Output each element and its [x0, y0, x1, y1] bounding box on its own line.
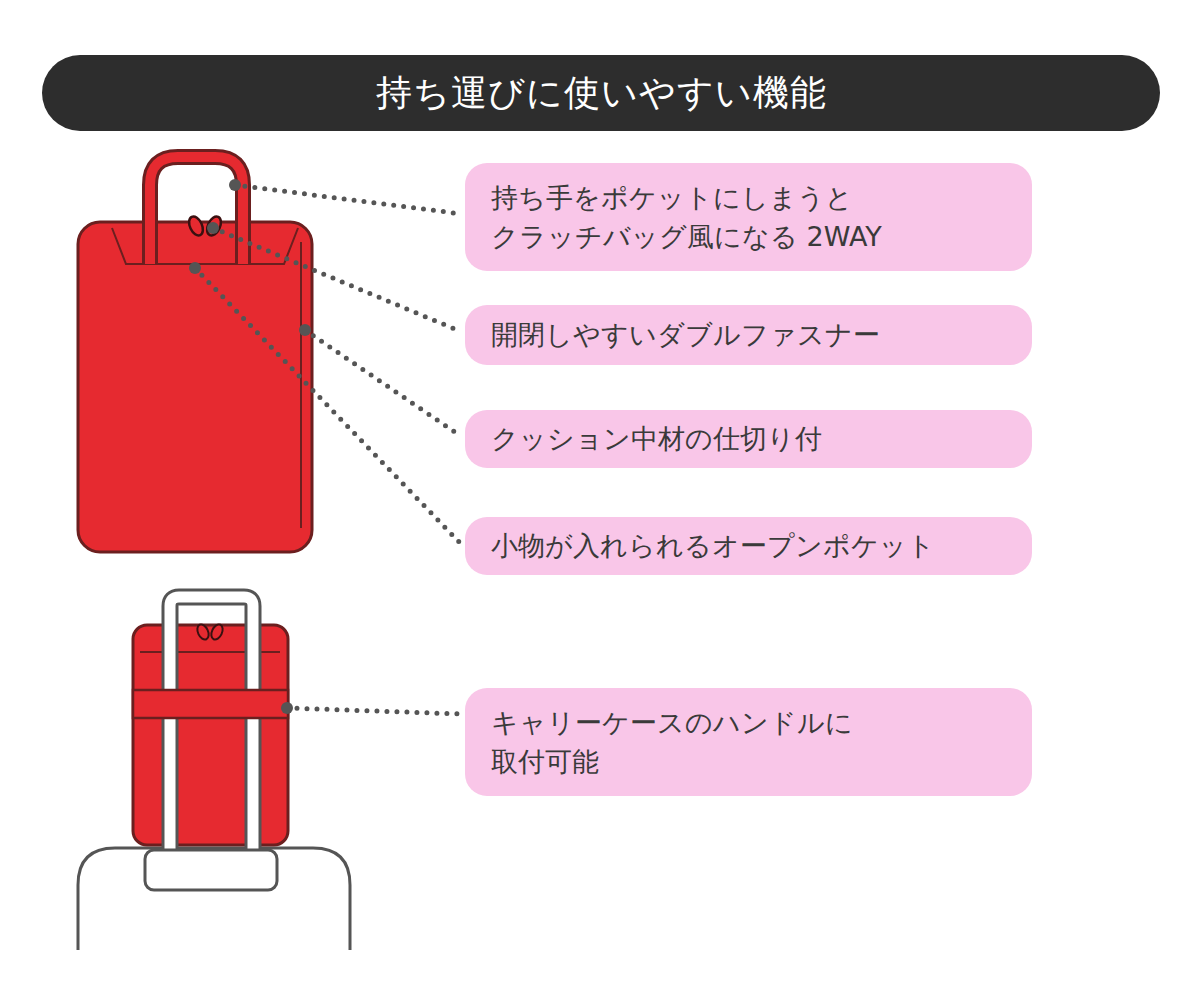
handle-mount [145, 850, 277, 890]
zipper-pull [186, 214, 205, 237]
leader-line [305, 330, 462, 437]
leader-line [213, 228, 462, 332]
feature-callout-box: クッション中材の仕切り付 [465, 410, 1032, 468]
feature-callout-box: キャリーケースのハンドルに 取付可能 [465, 688, 1032, 796]
suitcase [78, 848, 350, 950]
leader-line [195, 268, 462, 545]
handle [150, 157, 243, 264]
zipper-pull [209, 623, 225, 642]
leader-line [235, 185, 462, 214]
anchor-dot [207, 222, 219, 234]
feature-text: 小物が入れられるオープンポケット [491, 526, 1031, 565]
bag-body [78, 222, 312, 552]
top-panel [112, 228, 298, 264]
feature-callout-box: 持ち手をポケットにしまうと クラッチバッグ風になる 2WAY [465, 163, 1032, 271]
feature-text: キャリーケースのハンドルに 取付可能 [491, 703, 911, 781]
leader-lines [195, 185, 462, 714]
feature-text: 持ち手をポケットにしまうと クラッチバッグ風になる 2WAY [491, 178, 1031, 256]
feature-callout-box: 開閉しやすいダブルファスナー [465, 305, 1032, 365]
zipper-pull [195, 623, 211, 642]
anchor-dot [189, 262, 201, 274]
handle-outline [150, 157, 243, 264]
trolley-handle-outline [170, 597, 253, 870]
carry-case [78, 597, 350, 950]
leader-dots [189, 179, 311, 714]
title-band: 持ち運びに使いやすい機能 [42, 55, 1160, 131]
zipper-pull [204, 214, 223, 237]
strap-band [133, 690, 288, 718]
anchor-dot [229, 179, 241, 191]
anchor-dot [299, 324, 311, 336]
feature-text: クッション中材の仕切り付 [491, 419, 1031, 458]
title: 持ち運びに使いやすい機能 [376, 69, 827, 118]
feature-callout-box: 小物が入れられるオープンポケット [465, 517, 1032, 575]
bag-body [133, 625, 288, 845]
leader-line [287, 708, 462, 714]
trolley-handle [170, 597, 253, 870]
anchor-dot [281, 702, 293, 714]
feature-text: 開閉しやすいダブルファスナー [491, 315, 1031, 354]
pocket-seam [300, 242, 302, 528]
